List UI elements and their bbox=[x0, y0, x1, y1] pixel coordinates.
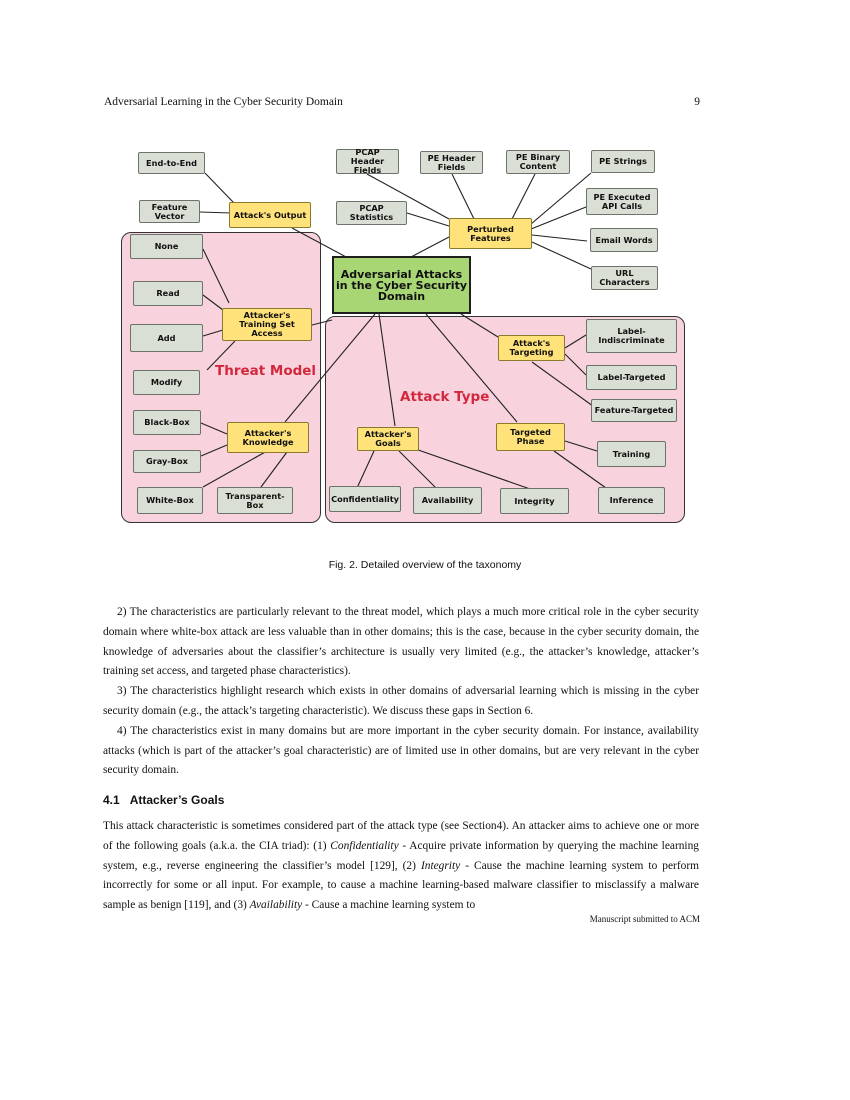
figure-caption: Fig. 2. Detailed overview of the taxonom… bbox=[328, 559, 522, 571]
section-paragraph: This attack characteristic is sometimes … bbox=[103, 817, 699, 916]
node-pe-header-fields: PE Header Fields bbox=[420, 151, 483, 174]
node-training: Training bbox=[597, 441, 666, 467]
node-label-indiscriminate: Label-Indiscriminate bbox=[586, 319, 677, 353]
node-pcap-statistics: PCAP Statistics bbox=[336, 201, 407, 225]
section-number: 4.1 bbox=[103, 793, 120, 807]
node-pe-executed-api-calls: PE Executed API Calls bbox=[586, 188, 658, 215]
running-title: Adversarial Learning in the Cyber Securi… bbox=[104, 96, 343, 108]
node-feature-vector: Feature Vector bbox=[139, 200, 200, 223]
node-label-targeted: Label-Targeted bbox=[586, 365, 677, 390]
node-perturbed-features: Perturbed Features bbox=[449, 218, 532, 249]
section-title: Attacker’s Goals bbox=[129, 793, 225, 807]
node-gray-box: Gray-Box bbox=[133, 450, 201, 473]
node-pe-binary-content: PE Binary Content bbox=[506, 150, 570, 174]
manuscript-footer: Manuscript submitted to ACM bbox=[589, 914, 700, 924]
paragraph-2: 2) The characteristics are particularly … bbox=[103, 606, 699, 678]
text-run: This attack characteristic is sometimes … bbox=[103, 820, 699, 852]
paragraph-3: 3) The characteristics highlight researc… bbox=[103, 685, 699, 717]
node-attacks-output: Attack's Output bbox=[229, 202, 311, 228]
term-confidentiality: Confidentiality bbox=[330, 839, 399, 852]
paragraph-4: 4) The characteristics exist in many dom… bbox=[103, 724, 699, 777]
node-pe-strings: PE Strings bbox=[591, 150, 655, 173]
node-inference: Inference bbox=[598, 487, 665, 514]
node-confidentiality: Confidentiality bbox=[329, 486, 401, 512]
term-integrity: Integrity bbox=[420, 859, 461, 872]
section-heading: 4.1 Attacker’s Goals bbox=[103, 793, 224, 807]
term-availability: Availability bbox=[249, 899, 303, 912]
node-add: Add bbox=[130, 324, 203, 352]
threat-model-label: Threat Model bbox=[215, 363, 317, 379]
node-modify: Modify bbox=[133, 370, 200, 395]
node-attackers-knowledge: Attacker's Knowledge bbox=[227, 422, 309, 453]
node-end-to-end: End-to-End bbox=[138, 152, 205, 174]
node-attackers-goals: Attacker's Goals bbox=[357, 427, 419, 451]
node-attacks-targeting: Attack's Targeting bbox=[498, 335, 565, 361]
node-white-box: White-Box bbox=[137, 487, 203, 514]
taxonomy-figure: Threat Model Attack Type bbox=[119, 145, 687, 526]
text-run: - Cause the machine learning system to p… bbox=[103, 859, 699, 912]
node-targeted-phase: Targeted Phase bbox=[496, 423, 565, 451]
node-availability: Availability bbox=[413, 487, 482, 514]
node-black-box: Black-Box bbox=[133, 410, 201, 435]
text-run: - Cause a machine learning system to bbox=[302, 899, 476, 912]
page-number: 9 bbox=[694, 96, 700, 108]
node-email-words: Email Words bbox=[590, 228, 658, 252]
body-text-top: 2) The characteristics are particularly … bbox=[103, 603, 699, 781]
attack-type-label: Attack Type bbox=[400, 389, 490, 405]
node-integrity: Integrity bbox=[500, 488, 569, 514]
taxonomy-connectors bbox=[199, 172, 607, 491]
body-text-section: This attack characteristic is sometimes … bbox=[103, 817, 699, 916]
node-adversarial-attacks-center: Adversarial Attacks in the Cyber Securit… bbox=[332, 256, 471, 314]
node-transparent-box: Transparent-Box bbox=[217, 487, 293, 514]
node-pcap-header-fields: PCAP Header Fields bbox=[336, 148, 399, 175]
node-read: Read bbox=[133, 281, 203, 306]
node-none: None bbox=[130, 234, 203, 259]
node-attackers-training-set-access: Attacker's Training Set Access bbox=[222, 308, 312, 341]
node-url-characters: URL Characters bbox=[591, 266, 658, 290]
node-feature-targeted: Feature-Targeted bbox=[591, 399, 677, 422]
text-run: - Acquire private information by queryin… bbox=[103, 839, 699, 872]
